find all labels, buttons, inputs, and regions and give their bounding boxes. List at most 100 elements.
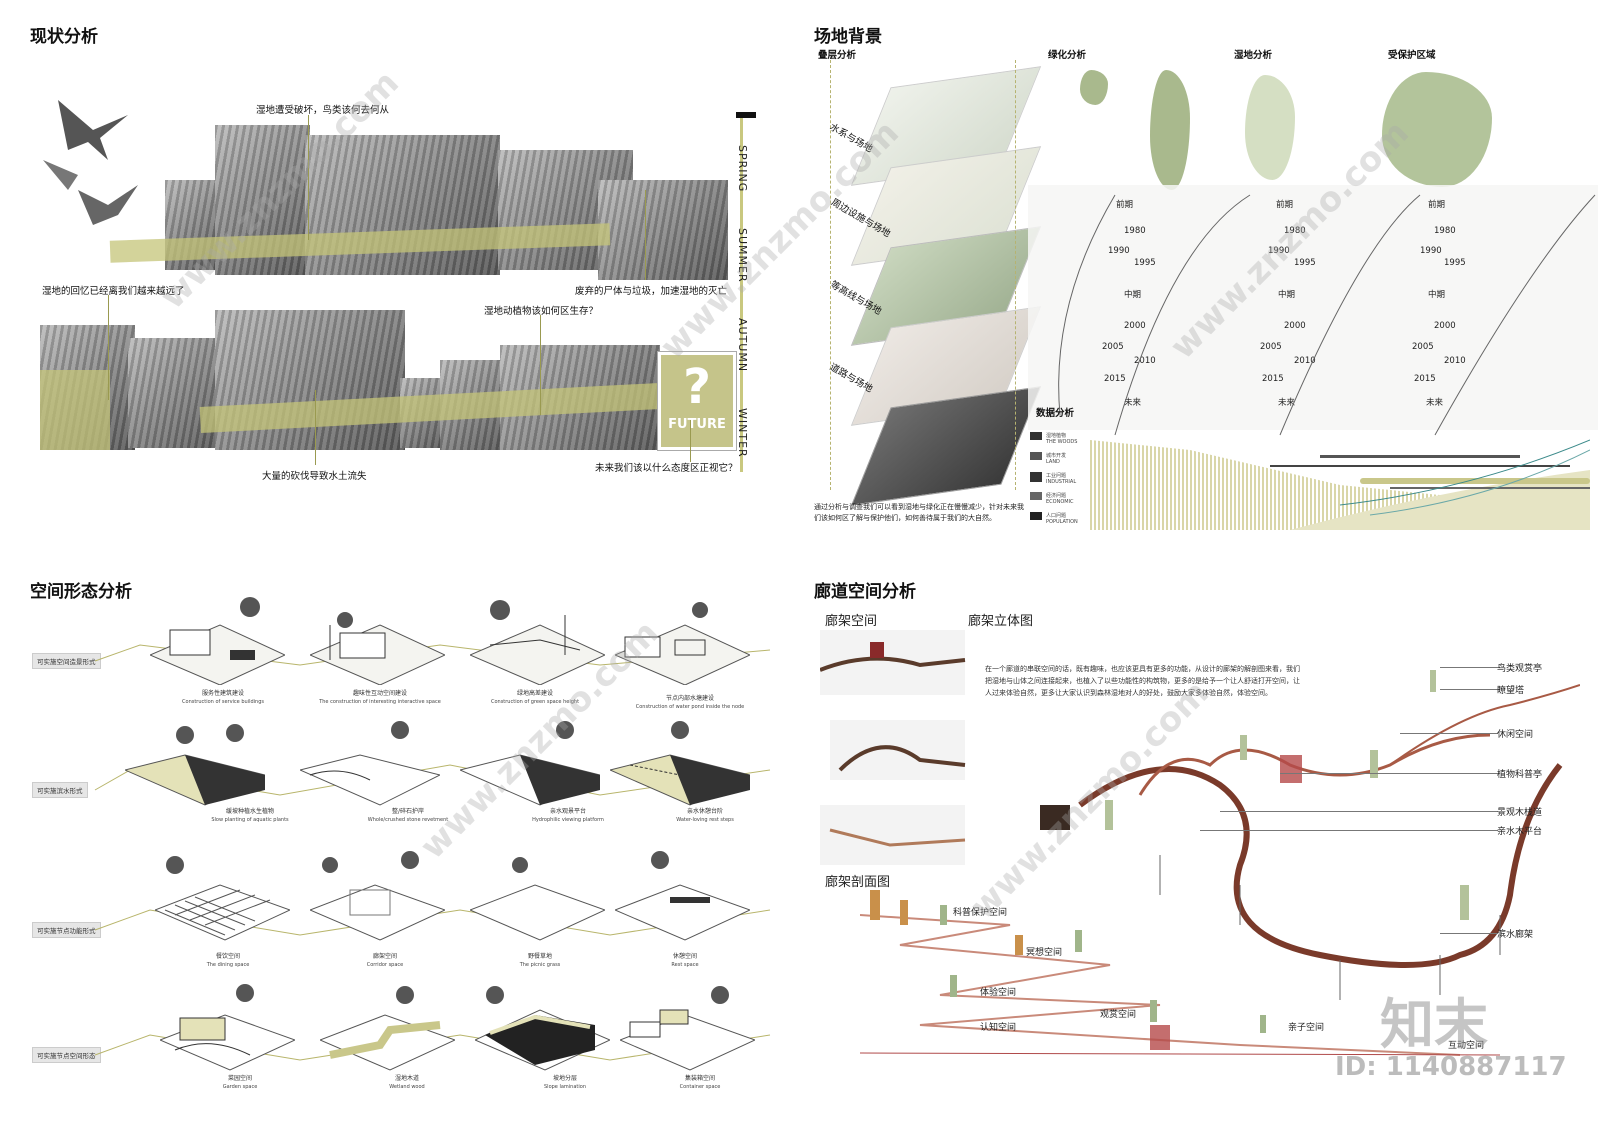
tl1-early: 前期 xyxy=(1116,200,1134,210)
scene-2-2 xyxy=(298,745,442,806)
caption-2-3-cn: 亲水观景平台 xyxy=(549,808,586,815)
legend-2-cn: 城市开发 xyxy=(1046,453,1067,459)
layer-guide-left xyxy=(830,60,832,490)
bird-illustration xyxy=(43,100,138,225)
tl3-2015: 2015 xyxy=(1414,374,1436,384)
leader-platform xyxy=(1200,830,1498,831)
label-plant-pavilion: 植物科普亭 xyxy=(1497,770,1543,780)
legend-3-en: INDUSTRIAL xyxy=(1046,479,1077,485)
label-family-space: 亲子空间 xyxy=(1288,1023,1325,1033)
label-viewing-space: 观赏空间 xyxy=(1100,1010,1137,1020)
caption-garbage: 废弃的尸体与垃圾，加速湿地的灭亡 xyxy=(575,286,728,297)
caption-3-1-en: The dining space xyxy=(206,962,250,968)
tl2-future: 未来 xyxy=(1278,398,1296,408)
label-bird-pavilion: 鸟类观赏亭 xyxy=(1497,664,1543,674)
legend-icon-population xyxy=(1030,512,1042,520)
legend-icon-industrial xyxy=(1030,472,1042,482)
caption-1-1-en: Construction of service buildings xyxy=(182,699,264,705)
tl2-mid: 中期 xyxy=(1278,290,1296,300)
tl1-future: 未来 xyxy=(1124,398,1142,408)
leader-plant-pavilion xyxy=(1280,773,1498,774)
data-graph xyxy=(1090,439,1590,530)
label-experience-space: 体验空间 xyxy=(980,988,1017,998)
label-watchtower: 瞭望塔 xyxy=(1497,686,1525,696)
caption-3-2: 廊架空间 Corridor space xyxy=(305,953,465,969)
timeline-bg xyxy=(1028,185,1598,430)
sub-protect: 受保护区域 xyxy=(1388,50,1436,61)
legend-icon-economic xyxy=(1030,492,1042,500)
row-label-1: 可实施空间造景形式 xyxy=(32,653,101,669)
caption-2-2-en: Whole/crushed stone revetment xyxy=(367,817,449,823)
image-id: ID: 1140887117 xyxy=(1335,1052,1567,1082)
tl3-2005: 2005 xyxy=(1412,342,1434,352)
caption-3-2-cn: 廊架空间 xyxy=(372,953,397,960)
tl2-2015: 2015 xyxy=(1262,374,1284,384)
caption-3-3-en: The picnic grass xyxy=(519,962,561,968)
leader-c3 xyxy=(645,190,646,280)
sub-green: 绿化分析 xyxy=(1048,50,1087,61)
brand-logo: 知末 xyxy=(1380,993,1488,1056)
legend-1-cn: 湿地植物 xyxy=(1046,433,1067,439)
tl1-1995: 1995 xyxy=(1134,258,1156,268)
tl3-mid: 中期 xyxy=(1428,290,1446,300)
label-waterfront: 滨水廊架 xyxy=(1497,930,1534,940)
scene-4-4 xyxy=(618,1000,757,1071)
tl3-1980: 1980 xyxy=(1434,226,1456,236)
leader-boardwalk xyxy=(1220,811,1498,812)
caption-memory: 湿地的回忆已经离我们越来越远了 xyxy=(42,286,185,297)
future-mark: ? xyxy=(683,359,711,415)
tl3-2010: 2010 xyxy=(1444,356,1466,366)
season-spring: SPRING xyxy=(736,145,749,193)
tl2-2010: 2010 xyxy=(1294,356,1316,366)
future-label: FUTURE xyxy=(668,417,726,432)
caption-1-3-en: Construction of green space height xyxy=(490,699,580,705)
corridor-3d-drawing xyxy=(1040,670,1580,1000)
corridor-section-drawing xyxy=(860,890,1500,1056)
tl2-early: 前期 xyxy=(1276,200,1294,210)
tl3-2000: 2000 xyxy=(1434,321,1456,331)
caption-2-1-cn: 缓坡种植水生植物 xyxy=(225,808,274,815)
legend-icon-woods xyxy=(1030,432,1042,440)
row-label-2: 可实施滨水形式 xyxy=(32,782,88,798)
scene-1-1 xyxy=(148,615,287,686)
data-legend: 湿地植物 THE WOODS 城市开发 LAND 工业问题 INDUSTRIAL… xyxy=(1028,430,1088,525)
caption-2-3-en: Hydrophilic viewing platform xyxy=(532,817,604,823)
tl2-1995: 1995 xyxy=(1294,258,1316,268)
q2-summary: 通过分析与调查我们可以看到湿地与绿化正在慢慢减少，针对未来我们该如何区了解与保护… xyxy=(814,503,1024,522)
legend-5-cn: 人口问题 xyxy=(1046,513,1067,519)
timeline-col-3: 前期 1980 1990 1995 中期 2000 2005 2010 2015… xyxy=(1412,196,1504,416)
tl2-1990: 1990 xyxy=(1268,246,1290,256)
caption-4-1-en: Garden space xyxy=(222,1084,258,1090)
olive-overlay-person xyxy=(40,370,110,450)
q4-panel: 廊道空间分析 廊架空间 廊架立体图 廊架剖面图 在一个廊道的串联空间的话，既有趣… xyxy=(800,565,1600,1131)
tl1-1980: 1980 xyxy=(1124,226,1146,236)
legend-2-en: LAND xyxy=(1046,459,1060,465)
tl1-2000: 2000 xyxy=(1124,321,1146,331)
sub-corridor-3d: 廊架立体图 xyxy=(968,614,1034,629)
scene-3-1 xyxy=(153,875,292,941)
leader-waterfront xyxy=(1440,933,1498,934)
caption-3-2-en: Corridor space xyxy=(366,962,404,968)
caption-3-1-cn: 餐饮空间 xyxy=(215,953,240,960)
caption-2-1-en: Slow planting of aquatic plants xyxy=(211,817,289,823)
tl1-mid: 中期 xyxy=(1124,290,1142,300)
season-bar-cap xyxy=(736,112,756,118)
leader-bird-pavilion xyxy=(1440,667,1500,668)
q2-title: 场地背景 xyxy=(814,27,882,47)
caption-1-2-cn: 趣味性互动空间建设 xyxy=(352,690,407,697)
scene-1-2 xyxy=(308,615,447,686)
sub-corridor-space: 廊架空间 xyxy=(825,614,878,629)
green-map-small xyxy=(1080,70,1108,105)
caption-birds: 湿地遭受破坏，鸟类该何去何从 xyxy=(256,105,390,116)
label-meditation-space: 冥想空间 xyxy=(1026,948,1063,958)
season-summer: SUMMER xyxy=(736,228,749,283)
q3-title: 空间形态分析 xyxy=(30,582,132,602)
tl1-1990: 1990 xyxy=(1108,246,1130,256)
tl2-2005: 2005 xyxy=(1260,342,1282,352)
